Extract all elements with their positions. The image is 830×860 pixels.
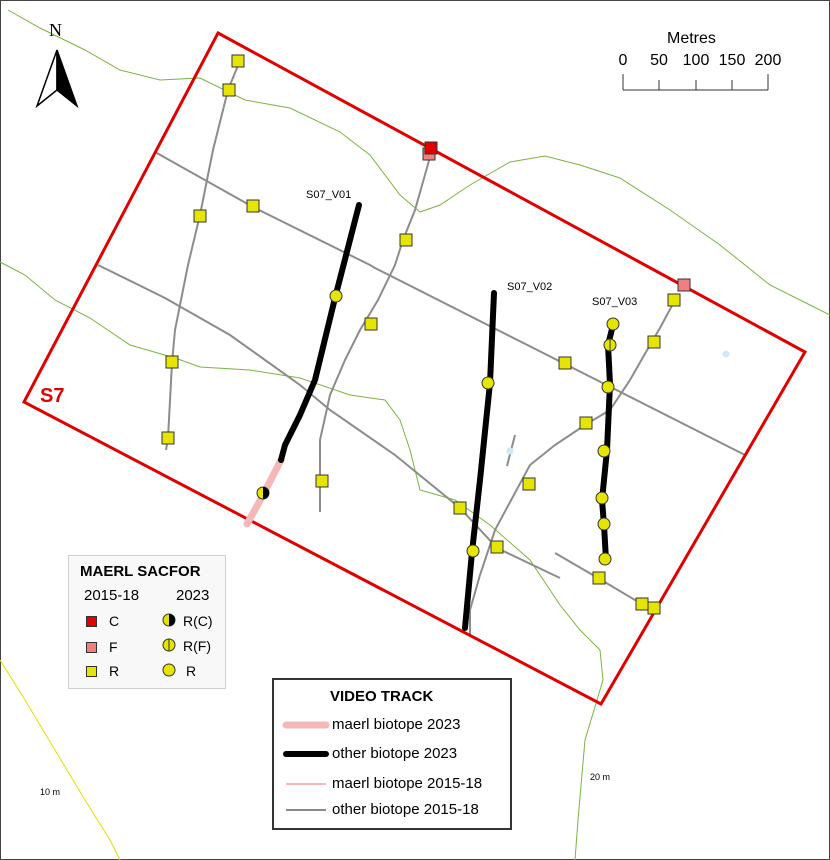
sacfor-r-circle [601, 380, 615, 394]
sacfor-2023-r-markers [329, 289, 620, 566]
legend-r-circle-label: R [186, 663, 197, 679]
sacfor-r-square [364, 317, 378, 331]
track-s07-v02 [462, 290, 497, 631]
blue-spot [506, 447, 514, 455]
label-s07-v02: S07_V02 [507, 281, 552, 293]
video-legend-item: maerl biotope 2015-18 [332, 775, 483, 792]
sacfor-r-square [592, 571, 606, 585]
sacfor-r-square [579, 416, 593, 430]
sacfor-r-circle [595, 491, 609, 505]
label-s07-v03: S07_V03 [592, 296, 637, 308]
blue-spot [722, 350, 730, 358]
sacfor-r-square [246, 199, 260, 213]
track-s07-v01 [278, 202, 362, 463]
scale-tick-label: 200 [754, 52, 782, 69]
depth-contours [0, 9, 830, 860]
legend-r-square-icon [86, 666, 97, 677]
sacfor-r-square [647, 601, 661, 615]
sacfor-r-square [193, 209, 207, 223]
label-s07-v01: S07_V01 [306, 189, 351, 201]
sacfor-r-square [490, 540, 504, 554]
sacfor-r-square [635, 597, 649, 611]
legend-rf-label: R(F) [183, 638, 211, 654]
sacfor-r-circle [481, 376, 495, 390]
sacfor-r-square [231, 54, 245, 68]
grey-track [154, 151, 746, 456]
video-track-legend: VIDEO TRACK maerl biotope 2023 other bio… [272, 678, 512, 830]
sacfor-f-square [677, 278, 691, 292]
other-biotope-2023-tracks [278, 202, 616, 631]
sacfor-r-square [161, 431, 175, 445]
sacfor-r-square [222, 83, 236, 97]
sacfor-legend: MAERL SACFOR 2015-18 2023 C F R R(C) R(F… [68, 555, 226, 689]
sacfor-r-square [399, 233, 413, 247]
video-legend-item: other biotope 2015-18 [332, 801, 479, 818]
sacfor-legend-col-old: 2015-18 [84, 587, 140, 604]
sacfor-r-circle [598, 552, 612, 566]
depth-label-10m: 10 m [40, 787, 60, 797]
video-legend-title: VIDEO TRACK [330, 688, 434, 705]
scale-tick-label: 0 [618, 52, 628, 69]
sacfor-r-square [453, 501, 467, 515]
video-legend-item: other biotope 2023 [332, 745, 458, 762]
sacfor-rf-circle [603, 338, 617, 352]
scale-bar-title: Metres [667, 30, 716, 47]
legend-c-square-icon [86, 616, 97, 627]
legend-f-label: F [109, 639, 118, 655]
sacfor-r-circle [597, 517, 611, 531]
sacfor-r-circle [466, 544, 480, 558]
site-label: S7 [40, 385, 64, 407]
sacfor-legend-title: MAERL SACFOR [80, 563, 201, 580]
legend-r-label: R [109, 663, 120, 679]
scale-bar [622, 74, 769, 91]
north-arrow-icon [35, 49, 79, 109]
site-boundary-s7 [21, 30, 808, 706]
sacfor-r-square [647, 335, 661, 349]
legend-rc-circle-icon [162, 613, 176, 627]
sacfor-r-square [165, 355, 179, 369]
sacfor-r-square [667, 293, 681, 307]
scale-tick-label: 50 [650, 52, 668, 69]
sacfor-r-square [522, 477, 536, 491]
legend-r-circle-icon [162, 663, 176, 677]
depth-label-20m: 20 m [590, 772, 610, 782]
scale-tick-label: 150 [718, 52, 746, 69]
video-legend-item: maerl biotope 2023 [332, 716, 461, 733]
grey-track [319, 149, 433, 512]
north-label: N [49, 20, 62, 40]
legend-f-square-icon [86, 642, 97, 653]
grey-track [469, 299, 676, 634]
contour-line [7, 9, 830, 316]
sacfor-rc-circle [256, 486, 270, 500]
legend-rf-circle-icon [162, 638, 176, 652]
sacfor-r-circle [329, 289, 343, 303]
legend-c-label: C [109, 613, 120, 629]
sacfor-r-circle [597, 444, 611, 458]
sacfor-2015-18-r-markers [161, 54, 681, 615]
scale-tick-label: 100 [682, 52, 710, 69]
sacfor-legend-col-new: 2023 [176, 587, 210, 604]
video-legend-swatches [282, 721, 330, 811]
contour-line [0, 261, 604, 860]
legend-rc-label: R(C) [183, 613, 213, 629]
sacfor-r-square [558, 356, 572, 370]
sacfor-r-square [315, 474, 329, 488]
sacfor-c-square [424, 141, 438, 155]
sacfor-r-circle [606, 317, 620, 331]
contour-line-10m [0, 659, 121, 860]
grey-track [165, 57, 242, 451]
grey-track [97, 264, 561, 579]
